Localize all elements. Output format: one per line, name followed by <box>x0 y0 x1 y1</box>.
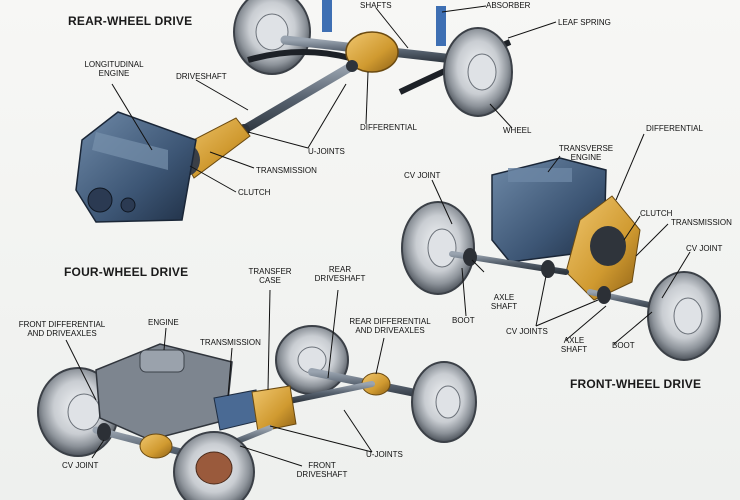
awd-label-rear-driveshaft: REAR DRIVESHAFT <box>314 265 366 283</box>
awd-rear-right-wheel <box>411 361 477 443</box>
fwd-label-cv-joints: CV JOINTS <box>506 327 548 336</box>
rwd-differential <box>345 31 399 73</box>
rwd-driveshaft <box>235 61 357 137</box>
rwd-title: REAR-WHEEL DRIVE <box>68 14 193 28</box>
fwd-left-wheel <box>401 201 475 295</box>
fwd-assembly <box>401 157 721 361</box>
awd-front-differential <box>139 433 173 459</box>
awd-rear-driveshaft <box>281 381 375 405</box>
rwd-rear-right-wheel <box>443 27 513 117</box>
rwd-leaf-spring-left <box>247 48 351 63</box>
rwd-absorber-left <box>322 0 332 32</box>
fwd-label-transmission: TRANSMISSION <box>671 218 732 227</box>
awd-front-right-wheel <box>173 431 255 500</box>
fwd-label-boot-left: BOOT <box>452 316 475 325</box>
fwd-right-wheel <box>647 271 721 361</box>
fwd-clutch <box>590 226 626 266</box>
awd-engine <box>95 343 233 441</box>
awd-label-front-driveshaft: FRONT DRIVESHAFT <box>296 461 348 479</box>
fwd-label-clutch: CLUTCH <box>640 209 673 218</box>
rwd-label-absorber: ABSORBER <box>486 1 531 10</box>
rwd-longitudinal-engine <box>75 111 197 223</box>
awd-label-front-differential: FRONT DIFFERENTIAL AND DRIVEAXLES <box>18 320 106 338</box>
awd-title: FOUR-WHEEL DRIVE <box>64 265 189 279</box>
awd-label-u-joints: U-JOINTS <box>366 450 403 459</box>
rwd-label-leaf-spring: LEAF SPRING <box>558 18 611 27</box>
awd-rear-left-wheel <box>275 325 349 395</box>
rwd-label-differential: DIFFERENTIAL <box>360 123 417 132</box>
leader-lines <box>65 5 691 467</box>
awd-label-rear-differential: REAR DIFFERENTIAL AND DRIVEAXLES <box>349 317 431 335</box>
awd-transfer-case <box>251 385 297 433</box>
awd-cv-joint <box>97 423 111 441</box>
fwd-title: FRONT-WHEEL DRIVE <box>570 377 702 391</box>
rwd-u-joint-rear <box>346 60 358 72</box>
rwd-rear-left-wheel <box>233 0 311 75</box>
rwd-absorber-right <box>436 6 446 46</box>
rwd-label-transmission: TRANSMISSION <box>256 166 317 175</box>
awd-assembly <box>37 325 477 500</box>
awd-label-transmission: TRANSMISSION <box>200 338 261 347</box>
fwd-label-boot-right: BOOT <box>612 341 635 350</box>
rwd-assembly <box>75 0 513 223</box>
fwd-label-cv-joint-left: CV JOINT <box>404 171 441 180</box>
rwd-label-engine: LONGITUDINAL ENGINE <box>84 60 144 78</box>
awd-label-transfer-case: TRANSFER CASE <box>248 267 292 285</box>
fwd-label-differential: DIFFERENTIAL <box>646 124 703 133</box>
rwd-label-driveshaft: DRIVESHAFT <box>176 72 227 81</box>
rwd-label-u-joints: U-JOINTS <box>308 147 345 156</box>
fwd-label-engine: TRANSVERSE ENGINE <box>558 144 614 162</box>
awd-label-cv-joint: CV JOINT <box>62 461 99 470</box>
fwd-cv-joint-inner-right <box>597 286 611 304</box>
fwd-label-axle-shaft-right: AXLE SHAFT <box>560 336 588 354</box>
fwd-label-cv-joint-right: CV JOINT <box>686 244 723 253</box>
rwd-label-wheel: WHEEL <box>503 126 532 135</box>
fwd-cv-joint-inner-left <box>541 260 555 278</box>
awd-label-engine: ENGINE <box>148 318 179 327</box>
rwd-label-clutch: CLUTCH <box>238 188 271 197</box>
rwd-label-shafts: SHAFTS <box>360 1 392 10</box>
fwd-label-axle-shaft-left: AXLE SHAFT <box>490 293 518 311</box>
